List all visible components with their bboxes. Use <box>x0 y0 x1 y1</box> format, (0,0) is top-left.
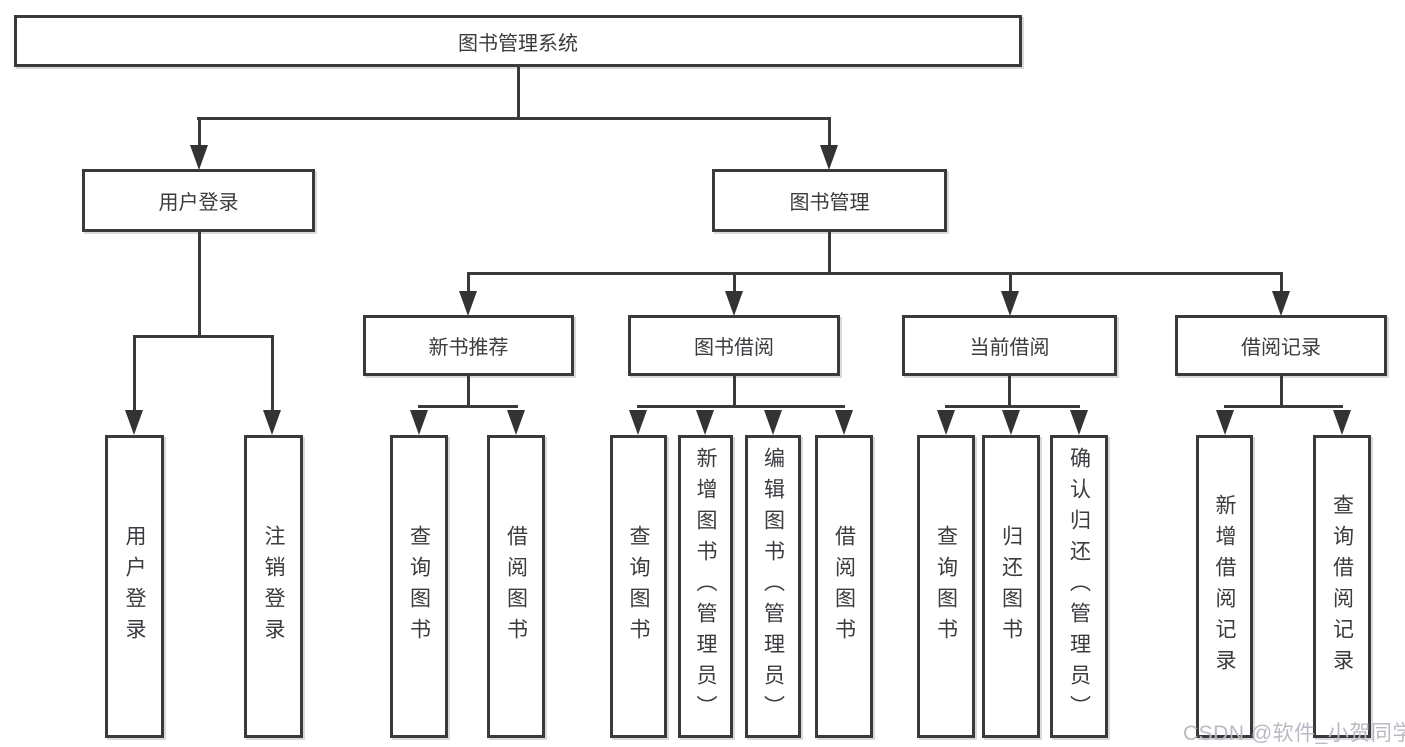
leaf-logout-label: 注销登录 <box>262 524 285 649</box>
connector-arrow-down <box>507 410 525 435</box>
connector-line <box>198 232 201 338</box>
leaf-query-borrow-record: 查询借阅记录 <box>1313 435 1371 738</box>
leaf-add-books-admin-label: 新增图书（管理员） <box>694 447 717 726</box>
leaf-edit-books-admin-label: 编辑图书（管理员） <box>761 447 785 726</box>
connector-arrow-down <box>125 410 143 435</box>
connector-arrow-down <box>820 145 838 170</box>
node-new-book-recommend: 新书推荐 <box>363 315 574 376</box>
connector-line <box>1280 376 1283 408</box>
connector-line <box>1224 405 1343 408</box>
connector-arrow-down <box>190 145 208 170</box>
connector-arrow-down <box>764 410 782 435</box>
connector-line <box>1280 275 1283 293</box>
node-user-login: 用户登录 <box>82 169 315 232</box>
connector-line <box>733 275 736 293</box>
connector-line <box>133 338 136 413</box>
node-book-borrowing: 图书借阅 <box>628 315 840 376</box>
leaf-query-books-current-label: 查询图书 <box>934 524 958 649</box>
leaf-add-books-admin: 新增图书（管理员） <box>678 435 733 738</box>
node-root-label: 图书管理系统 <box>458 32 578 55</box>
leaf-borrow-books-borrowing-label: 借阅图书 <box>832 524 856 649</box>
connector-line <box>418 405 518 408</box>
leaf-borrow-books-recommend-label: 借阅图书 <box>504 524 528 649</box>
leaf-return-books: 归还图书 <box>982 435 1040 738</box>
connector-arrow-down <box>696 410 714 435</box>
node-book-management-label: 图书管理 <box>789 192 870 214</box>
leaf-edit-books-admin: 编辑图书（管理员） <box>745 435 801 738</box>
connector-arrow-down <box>835 410 853 435</box>
leaf-borrow-books-recommend: 借阅图书 <box>487 435 545 738</box>
connector-line <box>733 376 736 408</box>
node-borrow-records-label: 借阅记录 <box>1241 337 1321 359</box>
connector-arrow-down <box>263 410 281 435</box>
connector-line <box>467 272 1283 275</box>
connector-line <box>1009 275 1012 293</box>
leaf-add-borrow-record-label: 新增借阅记录 <box>1213 493 1236 680</box>
leaf-confirm-return-admin: 确认归还（管理员） <box>1050 435 1108 738</box>
connector-arrow-down <box>410 410 428 435</box>
connector-arrow-down <box>459 291 477 316</box>
leaf-query-books-current: 查询图书 <box>917 435 975 738</box>
node-borrow-records: 借阅记录 <box>1175 315 1387 376</box>
connector-line <box>828 232 831 275</box>
leaf-user-login-label: 用户登录 <box>123 524 146 649</box>
connector-line <box>945 405 1080 408</box>
connector-line <box>198 117 201 147</box>
connector-arrow-down <box>1001 291 1019 316</box>
leaf-query-books-recommend-label: 查询图书 <box>407 524 431 649</box>
connector-arrow-down <box>725 291 743 316</box>
leaf-user-login: 用户登录 <box>105 435 164 738</box>
node-root: 图书管理系统 <box>14 15 1022 67</box>
leaf-query-books-borrowing-label: 查询图书 <box>627 524 650 649</box>
node-user-login-label: 用户登录 <box>158 192 239 214</box>
leaf-confirm-return-admin-label: 确认归还（管理员） <box>1067 447 1091 726</box>
connector-line <box>133 335 274 338</box>
leaf-add-borrow-record: 新增借阅记录 <box>1196 435 1253 738</box>
leaf-borrow-books-borrowing: 借阅图书 <box>815 435 873 738</box>
connector-arrow-down <box>1070 410 1088 435</box>
connector-arrow-down <box>629 410 647 435</box>
leaf-query-books-recommend: 查询图书 <box>390 435 448 738</box>
node-book-management: 图书管理 <box>712 169 947 232</box>
node-current-borrowing-label: 当前借阅 <box>969 337 1050 359</box>
connector-line <box>467 376 470 408</box>
connector-arrow-down <box>937 410 955 435</box>
node-book-borrowing-label: 图书借阅 <box>694 337 774 359</box>
connector-line <box>1008 376 1011 408</box>
node-current-borrowing: 当前借阅 <box>902 315 1117 376</box>
csdn-watermark: CSDN @软件_小贺同学 <box>1183 722 1405 745</box>
connector-arrow-down <box>1216 410 1234 435</box>
connector-line <box>637 405 845 408</box>
node-new-book-recommend-label: 新书推荐 <box>428 337 509 359</box>
leaf-return-books-label: 归还图书 <box>999 524 1023 649</box>
connector-arrow-down <box>1333 410 1351 435</box>
leaf-logout: 注销登录 <box>244 435 303 738</box>
connector-line <box>828 117 831 147</box>
connector-arrow-down <box>1272 291 1290 316</box>
leaf-query-borrow-record-label: 查询借阅记录 <box>1330 493 1354 680</box>
connector-line <box>271 338 274 413</box>
connector-arrow-down <box>1002 410 1020 435</box>
connector-line <box>467 275 470 293</box>
leaf-query-books-borrowing: 查询图书 <box>610 435 667 738</box>
connector-line <box>517 67 520 118</box>
connector-line <box>197 117 831 120</box>
